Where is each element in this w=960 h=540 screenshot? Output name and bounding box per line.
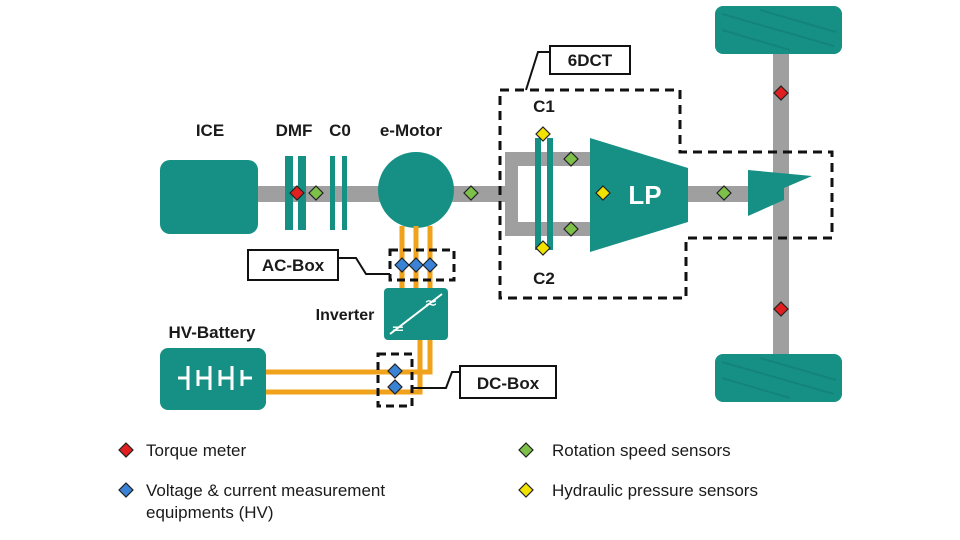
dc-box-callout	[412, 371, 460, 389]
rotation-sensor-shaft	[463, 185, 479, 201]
c1-label: C1	[533, 97, 555, 116]
dmf-plate-1	[285, 156, 293, 230]
ac-box-label-frame	[247, 249, 339, 281]
inverter-label: Inverter	[316, 307, 375, 324]
hydraulic-sensor-c2	[535, 240, 551, 256]
legend-rotation-text: Rotation speed sensors	[552, 441, 731, 460]
ac-box-callout	[338, 257, 390, 275]
legend-hydraulic-text: Hydraulic pressure sensors	[552, 481, 758, 500]
6dct-boundary	[498, 88, 834, 300]
rotation-sensor-c1	[563, 151, 579, 167]
legend-torque-marker	[118, 442, 134, 458]
legend-voltage-text-1: Voltage & current measurement	[146, 481, 385, 500]
inverter-ac-icon: ≈	[424, 293, 437, 312]
torque-sensors	[289, 85, 789, 317]
rotation-sensor-c2	[563, 221, 579, 237]
hydraulic-sensors	[535, 126, 611, 256]
voltage-sensor-dc-1	[387, 363, 403, 379]
legend-rotation-marker	[518, 442, 534, 458]
legend: Torque meter Voltage & current measureme…	[118, 441, 758, 522]
dc-box-label: DC-Box	[477, 374, 540, 393]
c0-plate-2	[342, 156, 347, 230]
dc-box-label-frame	[459, 365, 557, 399]
lp-gearset	[590, 138, 688, 252]
torque-sensor-axle-top	[773, 85, 789, 101]
c1-c2-plate-1	[535, 138, 541, 250]
voltage-sensor-ac-1	[394, 257, 410, 273]
torque-sensor-axle-bottom	[773, 301, 789, 317]
hydraulic-sensor-lp	[595, 185, 611, 201]
ac-box-dashed	[388, 248, 456, 282]
c0-label: C0	[329, 121, 351, 140]
voltage-sensor-ac-3	[422, 257, 438, 273]
gearbox-shaft-loop	[505, 152, 598, 236]
hv-battery-box	[160, 348, 266, 410]
battery-icon	[178, 366, 252, 390]
voltage-sensor-ac-2	[408, 257, 424, 273]
rotation-sensor-output	[716, 185, 732, 201]
inverter-dc-icon: =	[391, 319, 404, 338]
legend-torque-text: Torque meter	[146, 441, 246, 460]
legend-voltage-marker	[118, 482, 134, 498]
differential	[748, 170, 812, 216]
wheel-bottom	[715, 354, 842, 402]
emotor-label: e-Motor	[380, 121, 443, 140]
wheel-bottom-tread	[721, 357, 837, 399]
wheel-top	[715, 6, 842, 54]
c0-plate-1	[330, 156, 335, 230]
voltage-sensors	[387, 257, 438, 395]
rotation-sensor-c0	[308, 185, 324, 201]
hv-cables	[266, 226, 433, 395]
legend-hydraulic-marker	[518, 482, 534, 498]
c1-c2-plate-2	[547, 138, 553, 250]
ice-label: ICE	[196, 121, 224, 140]
inverter-diagonal	[389, 293, 443, 335]
dc-box-dashed	[376, 352, 414, 408]
hv-battery-label: HV-Battery	[169, 323, 256, 342]
6dct-label-frame	[549, 45, 631, 75]
c2-label: C2	[533, 269, 555, 288]
ice-block	[160, 160, 258, 234]
rotation-sensors	[308, 151, 732, 237]
6dct-label: 6DCT	[568, 51, 613, 70]
torque-sensor-dmf	[289, 185, 305, 201]
legend-voltage-text-2: equipments (HV)	[146, 503, 274, 522]
emotor-circle	[378, 152, 454, 228]
wheel-top-tread	[721, 9, 837, 51]
6dct-callout	[525, 51, 550, 91]
voltage-sensor-dc-2	[387, 379, 403, 395]
dmf-label: DMF	[276, 121, 313, 140]
output-shaft	[680, 186, 750, 202]
hydraulic-sensor-c1	[535, 126, 551, 142]
lp-label: LP	[628, 180, 661, 210]
ac-box-label: AC-Box	[262, 256, 325, 275]
